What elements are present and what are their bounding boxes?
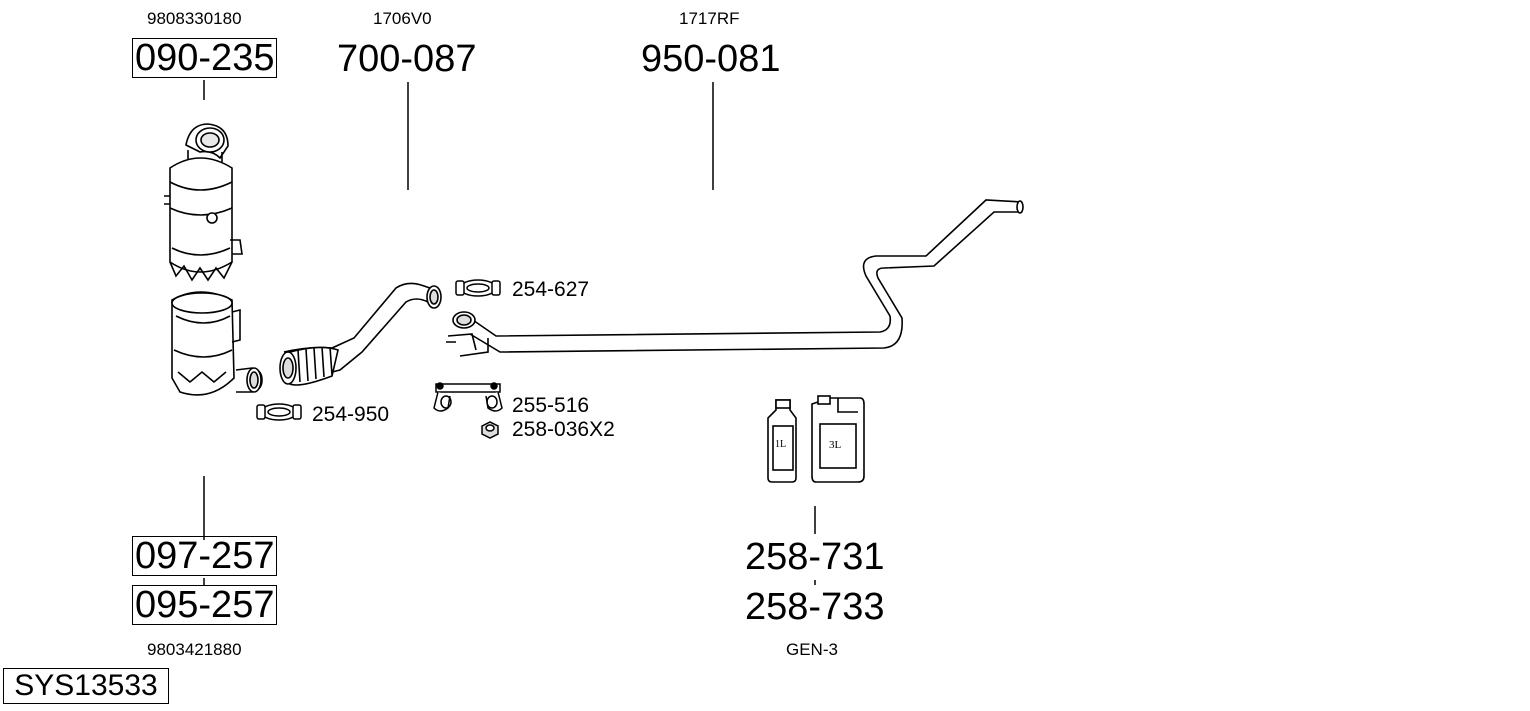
oem-number-rear-pipe: 1717RF: [679, 9, 740, 28]
part-number-rear-pipe[interactable]: 950-081: [641, 38, 781, 80]
part-number-nut[interactable]: 258-036X2: [512, 418, 615, 441]
part-number-clamp-upper[interactable]: 254-627: [512, 278, 590, 301]
clamp-254-950-drawing: [256, 403, 302, 421]
system-code: SYS13533: [3, 668, 169, 704]
rear-pipe-drawing: [446, 199, 1024, 357]
part-number-mount[interactable]: 255-516: [512, 394, 590, 417]
oem-number-front-pipe: 1706V0: [373, 9, 432, 28]
leader-lines: [203, 80, 816, 586]
part-number-clamp-lower[interactable]: 254-950: [312, 403, 390, 426]
container-label-1l: 1L: [775, 439, 787, 450]
part-number-dpf-b[interactable]: 095-257: [132, 585, 278, 625]
clamp-254-627-drawing: [455, 279, 501, 297]
part-number-dpf-a[interactable]: 097-257: [132, 536, 278, 576]
oem-number-front-catalyst: 9808330180: [147, 9, 242, 28]
dpf-drawing: [171, 291, 263, 396]
mount-255-516-drawing: [433, 382, 503, 412]
part-number-front-pipe[interactable]: 700-087: [337, 38, 477, 80]
container-label-3l: 3L: [829, 439, 842, 451]
part-number-fluid-b[interactable]: 258-733: [745, 586, 885, 628]
part-number-front-catalyst[interactable]: 090-235: [132, 38, 278, 78]
part-number-fluid-a[interactable]: 258-731: [745, 536, 885, 578]
oem-number-fluid: GEN-3: [786, 640, 838, 659]
nut-258-036x2-drawing: [481, 421, 499, 439]
paste-containers-drawing: [767, 395, 865, 483]
front-pipe-drawing: [279, 282, 442, 386]
oem-number-dpf: 9803421880: [147, 640, 242, 659]
front-catalyst-drawing: [164, 123, 243, 282]
